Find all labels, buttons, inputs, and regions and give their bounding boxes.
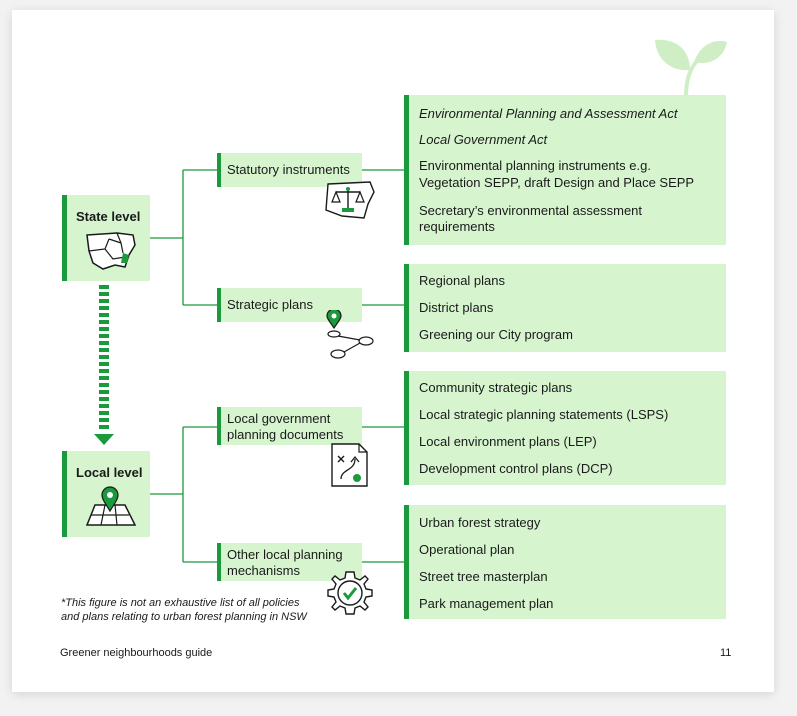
state-level-box: State level: [62, 195, 150, 281]
local-level-box: Local level: [62, 451, 150, 537]
list-item: Secretary’s environmental assessment: [419, 203, 643, 218]
connector-lines: [150, 169, 404, 563]
list-item: Park management plan: [419, 596, 554, 611]
list-item: Local strategic planning statements (LSP…: [419, 407, 669, 422]
list-item: Greening our City program: [419, 327, 573, 342]
local-level-label: Local level: [76, 465, 143, 480]
footer-title: Greener neighbourhoods guide: [60, 647, 213, 659]
nsw-map-icon: [86, 232, 136, 270]
scales-icon: [325, 181, 375, 219]
list-item: requirements: [419, 219, 495, 234]
planning-document-icon: [331, 443, 368, 487]
strategic-list-box: Regional plans District plans Greening o…: [404, 264, 726, 352]
list-item: Vegetation SEPP, draft Design and Place …: [419, 175, 695, 190]
list-item: Local environment plans (LEP): [419, 434, 597, 449]
other-local-label-line2: mechanisms: [227, 563, 300, 578]
footnote-line1: *This figure is not an exhaustive list o…: [61, 597, 300, 609]
list-item: District plans: [419, 300, 494, 315]
state-to-local-arrow: [94, 285, 114, 445]
statutory-instruments-label: Statutory instruments: [227, 162, 350, 177]
list-item: Environmental planning instruments e.g.: [419, 158, 651, 173]
map-pin-icon: [85, 486, 137, 526]
list-item: Regional plans: [419, 273, 506, 288]
footnote-line2: and plans relating to urban forest plann…: [61, 611, 307, 623]
local-government-label-line2: planning documents: [227, 427, 344, 442]
gear-check-icon: [327, 571, 373, 615]
list-item: Community strategic plans: [419, 380, 573, 395]
page-number: 11: [720, 647, 732, 659]
footnote: *This figure is not an exhaustive list o…: [61, 596, 307, 624]
route-icon: [326, 310, 374, 359]
list-item: Operational plan: [419, 542, 515, 557]
list-item: Street tree masterplan: [419, 569, 548, 584]
other-local-list-box: Urban forest strategy Operational plan S…: [404, 505, 726, 619]
state-level-label: State level: [76, 209, 141, 224]
local-government-label-line1: Local government: [227, 411, 331, 426]
leaf-sprout-icon: [655, 39, 727, 97]
local-government-planning-documents-box: Local government planning documents: [217, 407, 362, 445]
statutory-instruments-box: Statutory instruments: [217, 153, 362, 187]
list-item: Urban forest strategy: [419, 515, 541, 530]
list-item: Local Government Act: [419, 132, 548, 147]
statutory-list-box: Environmental Planning and Assessment Ac…: [404, 95, 726, 245]
list-item: Environmental Planning and Assessment Ac…: [419, 106, 678, 121]
other-local-label-line1: Other local planning: [227, 547, 343, 562]
other-local-planning-mechanisms-box: Other local planning mechanisms: [217, 543, 362, 581]
list-item: Development control plans (DCP): [419, 461, 613, 476]
local-government-list-box: Community strategic plans Local strategi…: [404, 371, 726, 485]
strategic-plans-label: Strategic plans: [227, 297, 313, 312]
